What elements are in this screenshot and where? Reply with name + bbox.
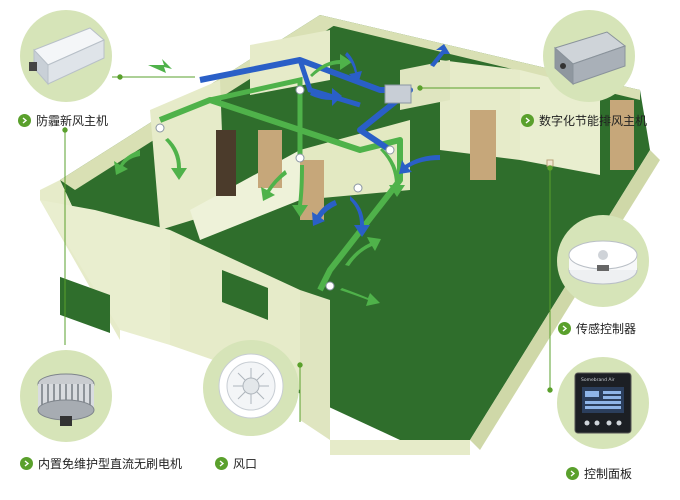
sensor-controller-callout: 传感控制器 bbox=[558, 320, 636, 337]
exhaust-unit-callout: 数字化节能排风主机 bbox=[521, 112, 647, 129]
brushless-motor-callout: 内置免维护型直流无刷电机 bbox=[20, 455, 182, 472]
vent-5 bbox=[385, 145, 395, 155]
sensor-controller-label: 传感控制器 bbox=[576, 322, 637, 336]
fresh-air-unit-bubble bbox=[20, 10, 112, 102]
fresh-air-unit-image bbox=[29, 27, 105, 86]
exhaust-unit-image bbox=[554, 31, 627, 86]
chevron-right-icon bbox=[215, 457, 228, 470]
air-vent-callout: 风口 bbox=[215, 455, 257, 472]
chevron-right-icon bbox=[558, 322, 571, 335]
vent-3 bbox=[353, 183, 363, 193]
green-airflow-arrows bbox=[114, 54, 405, 306]
exhaust-unit-bubble bbox=[543, 10, 635, 102]
ceiling-vents bbox=[155, 85, 395, 291]
arrow-blue-4 bbox=[399, 155, 440, 174]
sensor-controller-bubble bbox=[557, 215, 649, 307]
vent-4 bbox=[325, 281, 335, 291]
arrow-blue-1 bbox=[430, 44, 450, 67]
arrow-green-8 bbox=[310, 54, 352, 77]
vent-1 bbox=[155, 123, 165, 133]
air-vent-label: 风口 bbox=[233, 457, 258, 471]
interior-wall-5 bbox=[400, 60, 450, 110]
blue-airflow-arrows bbox=[310, 44, 450, 237]
arrow-green-5 bbox=[292, 165, 308, 217]
brushless-motor-image bbox=[37, 373, 95, 426]
arrow-blue-3 bbox=[310, 88, 342, 106]
sensor-controller-image bbox=[568, 240, 638, 285]
brushless-motor-bubble bbox=[20, 350, 112, 442]
supply-duct-branch bbox=[209, 76, 303, 160]
chevron-right-icon bbox=[566, 467, 579, 480]
arrow-blue-6 bbox=[350, 196, 370, 237]
front-wall-left bbox=[40, 200, 170, 345]
window-front bbox=[222, 270, 268, 320]
vent-6 bbox=[295, 85, 305, 95]
arrow-green-1 bbox=[148, 59, 172, 73]
interior-wall-3 bbox=[300, 120, 410, 200]
duct-junction bbox=[384, 84, 412, 104]
control-panel-image: Somebrand Air bbox=[574, 372, 632, 434]
door-1 bbox=[216, 130, 236, 196]
arrow-green-7 bbox=[340, 288, 380, 306]
front-wall-bottom bbox=[300, 290, 330, 440]
air-vent-bubble bbox=[203, 340, 299, 436]
chevron-right-icon bbox=[20, 457, 33, 470]
exhaust-unit-label: 数字化节能排风主机 bbox=[539, 114, 648, 128]
arrow-green-4 bbox=[261, 170, 287, 201]
arrow-green-9 bbox=[380, 148, 405, 197]
chevron-right-icon bbox=[521, 114, 534, 127]
fresh-air-unit-label: 防霾新风主机 bbox=[36, 114, 109, 128]
control-panel-callout: 控制面板 bbox=[566, 465, 632, 482]
door-3 bbox=[470, 110, 496, 180]
door-4 bbox=[610, 100, 634, 170]
arrow-green-6 bbox=[345, 237, 381, 266]
leader-lines bbox=[62, 74, 553, 422]
device-badge: Somebrand Air bbox=[581, 377, 615, 383]
wall-sensor bbox=[546, 159, 554, 167]
arrow-green-2 bbox=[114, 150, 140, 175]
control-panel-bubble: Somebrand Air bbox=[557, 357, 649, 449]
air-vent-image bbox=[218, 353, 284, 419]
arrow-blue-2 bbox=[345, 52, 362, 84]
vent-2 bbox=[295, 153, 305, 163]
arrow-green-3 bbox=[165, 138, 187, 180]
front-wall-right bbox=[330, 440, 470, 455]
fresh-air-unit-callout: 防霾新风主机 bbox=[18, 112, 108, 129]
brushless-motor-label: 内置免维护型直流无刷电机 bbox=[38, 457, 183, 471]
exhaust-duct-branch bbox=[297, 59, 361, 108]
window-left bbox=[60, 276, 110, 334]
control-panel-label: 控制面板 bbox=[584, 467, 633, 481]
arrow-blue-5 bbox=[312, 200, 337, 226]
chevron-right-icon bbox=[18, 114, 31, 127]
